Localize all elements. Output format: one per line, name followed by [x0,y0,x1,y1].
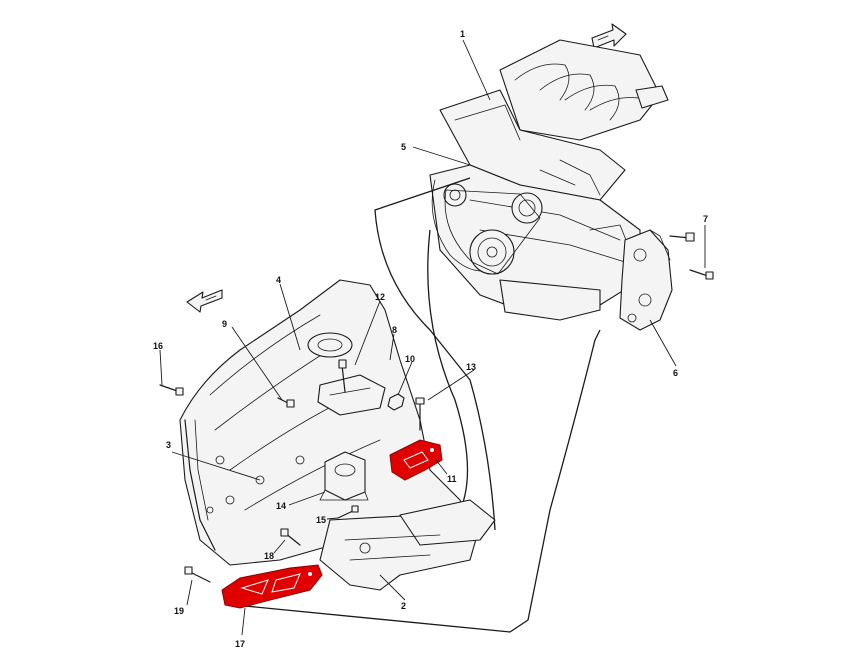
inner-fender-structure [179,279,471,566]
callout-16: 16 [153,341,163,351]
callout-15: 15 [316,515,326,525]
forward-arrow-icon [591,23,627,49]
engine-mount-bracket [619,229,673,331]
stud [338,359,347,393]
alignment-route-line [234,329,601,633]
callout-18: 18 [264,551,274,561]
callout-2: 2 [401,601,406,611]
callout-4: 4 [276,275,281,285]
callout-labels: 1 5 7 6 4 12 8 9 10 13 16 3 11 14 15 18 … [153,29,708,649]
callout-12: 12 [375,292,385,302]
callout-7: 7 [703,214,708,224]
callout-14: 14 [276,501,286,511]
callout-1: 1 [460,29,465,39]
bolt [280,528,301,546]
callout-10: 10 [405,354,415,364]
callout-8: 8 [392,325,397,335]
bolt [415,397,425,431]
leader-lines [159,39,706,636]
forward-arrow-icon [186,289,223,313]
highlighted-mount-bracket-11 [389,439,443,481]
engine-mount [319,451,369,501]
callout-11: 11 [447,474,457,484]
alignment-route-line [427,229,469,521]
callout-6: 6 [673,368,678,378]
callout-13: 13 [466,362,476,372]
bolt [689,269,714,280]
callout-3: 3 [166,440,171,450]
bolt [277,397,295,408]
callout-19: 19 [174,606,184,616]
engine-mount [317,374,386,416]
bolt [337,505,359,519]
callout-9: 9 [222,319,227,329]
bolt [669,232,695,242]
callout-5: 5 [401,142,406,152]
engine-assembly [429,39,669,321]
callout-17: 17 [235,639,245,649]
frame-rail [319,499,496,591]
highlighted-mount-bracket-17 [221,564,323,609]
alignment-route-line [374,177,496,531]
bolt [184,566,211,583]
bolt [159,384,184,396]
